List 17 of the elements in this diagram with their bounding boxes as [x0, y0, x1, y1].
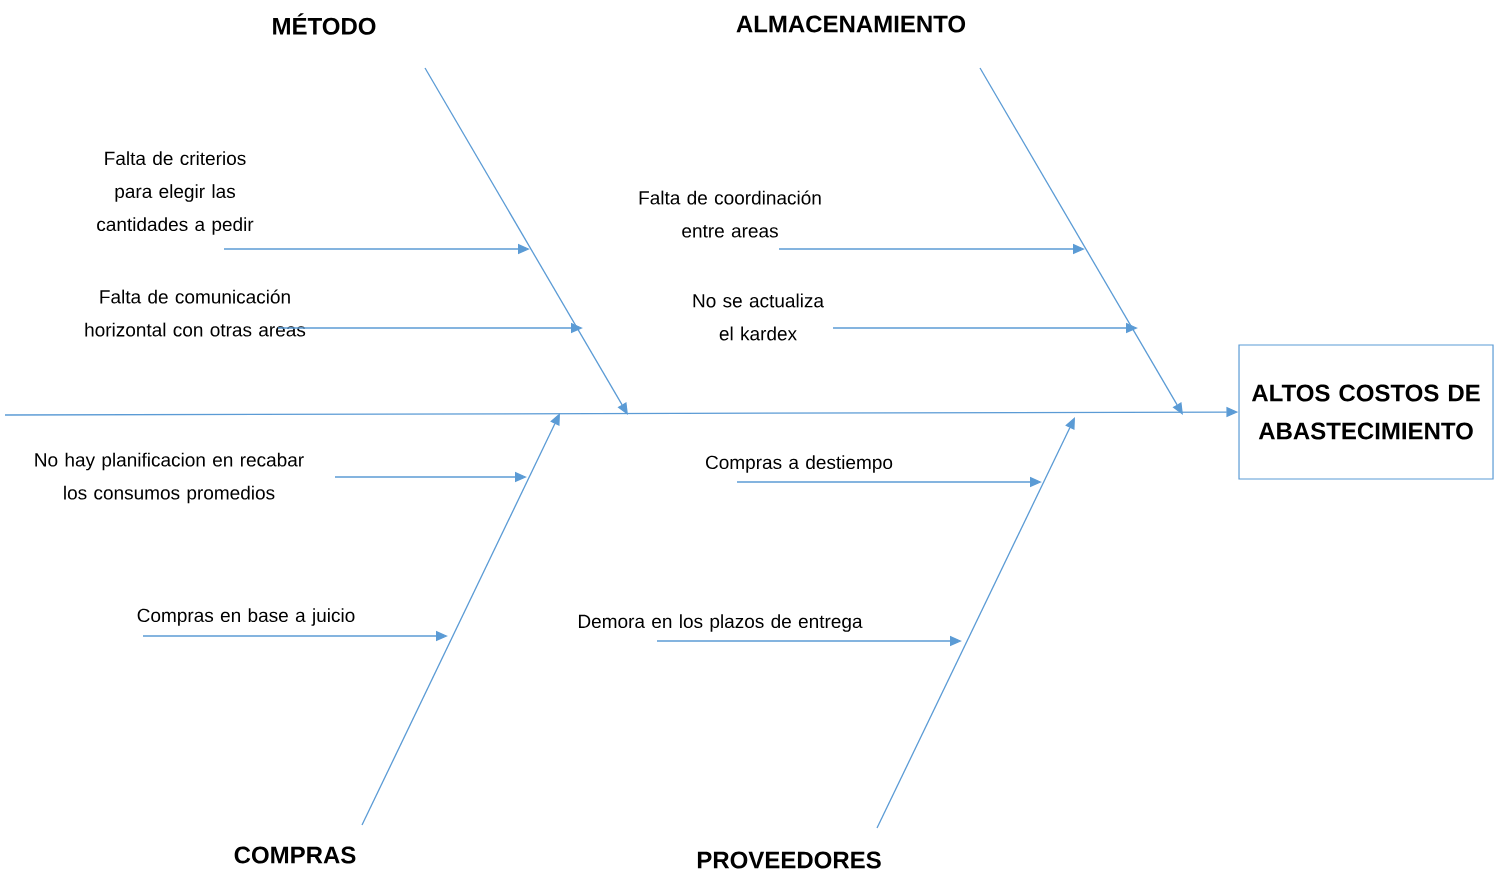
cause-label: Falta de comunicación horizontal con otras areas — [85, 289, 306, 337]
cause-label: Falta de criterios para elegir las cantidades a pedir — [97, 151, 254, 235]
cause-label: Compras en base a juicio — [137, 608, 355, 626]
category-label: PROVEEDORES — [697, 851, 881, 869]
category-label: COMPRAS — [234, 846, 356, 864]
bone-arrow — [424, 67, 628, 415]
cause-label: Demora en los plazos de entrega — [579, 614, 863, 632]
cause-label: No hay planificacion en recabar los consumos promedios — [35, 452, 304, 504]
bone-arrow — [361, 413, 560, 826]
category-label: MÉTODO — [273, 13, 376, 35]
bone-arrow — [876, 417, 1075, 829]
cause-label: Falta de coordinación entre areas — [639, 190, 821, 238]
effect-box: ALTOS COSTOS DE ABASTECIMIENTO — [1238, 344, 1494, 480]
cause-label: No se actualiza el kardex — [693, 293, 824, 341]
cause-label: Compras a destiempo — [706, 455, 893, 473]
bone-arrow — [979, 67, 1183, 415]
category-label: ALMACENAMIENTO — [736, 15, 966, 33]
